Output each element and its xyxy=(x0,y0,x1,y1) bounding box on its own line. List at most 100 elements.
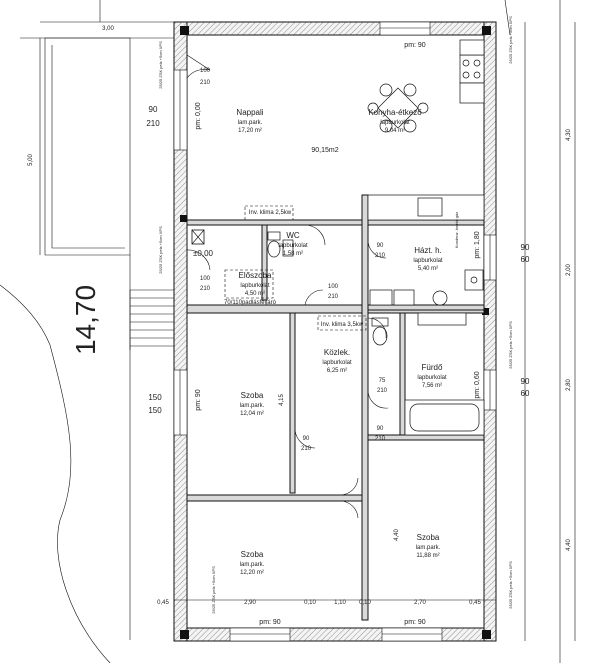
ac-unit-1 xyxy=(244,205,294,221)
pm-left-top: pm: 0,00 xyxy=(195,102,202,129)
dim-door-210c: 210 xyxy=(328,294,339,300)
annotations: Inv. klima 2,5kw Inv. klima 3,5kw 70/110… xyxy=(70,16,513,626)
dim-win-210a: 210 xyxy=(146,119,160,128)
interior-walls xyxy=(186,194,485,621)
site-context xyxy=(0,0,561,663)
room-szoba1-floor: lam.park. xyxy=(240,403,265,409)
wall-type-label-3: 25/25 ZSK pelx +5cm XPS xyxy=(508,321,513,369)
ac-label-1: Inv. klima 2,5kw xyxy=(249,210,292,216)
ac-label-2: Inv. klima 3,5kw xyxy=(321,322,364,328)
room-eloszoba-name: Előszoba xyxy=(239,271,272,280)
dimension-lines xyxy=(39,22,576,641)
attic-hatch xyxy=(224,269,274,299)
dim-door-210d: 210 xyxy=(375,253,386,259)
dining-table-icon xyxy=(367,83,429,133)
dim-door-90a: 90 xyxy=(377,243,384,249)
dim-door-90c: 90 xyxy=(377,426,384,432)
dim-bot-270: 2,70 xyxy=(414,600,426,606)
dim-r-440: 4,40 xyxy=(566,539,572,551)
dim-500: 5,00 xyxy=(28,154,34,166)
room-szoba2-area: 12,20 m² xyxy=(240,570,264,576)
room-kozlek-floor: lapburkolat xyxy=(322,360,352,366)
total-area: 90,15m2 xyxy=(311,147,338,154)
exterior-walls xyxy=(173,21,497,642)
dim-in-440: 4,40 xyxy=(394,529,400,541)
dim-door-210b: 210 xyxy=(200,286,211,292)
door-swing-icon xyxy=(186,54,389,519)
dim-r-280: 2,80 xyxy=(566,379,572,391)
level-label: ±0,00 xyxy=(193,249,214,258)
dim-door-100b: 100 xyxy=(200,276,211,282)
room-kozlek-name: Közlek. xyxy=(324,348,350,357)
attic-label: 70/110padlásfeljáró xyxy=(224,300,277,306)
room-nappali-floor: lam.park. xyxy=(238,120,263,126)
dim-win-60b: 60 xyxy=(521,389,530,398)
room-wc-name: WC xyxy=(286,231,300,240)
dim-win-90a: 90 xyxy=(149,105,158,114)
room-konyha-floor: lapburkolat xyxy=(380,120,410,126)
room-szoba2-floor: lam.park. xyxy=(240,562,265,568)
room-hazt-name: Házt. h. xyxy=(414,246,442,255)
pm-right-top: pm: 1,80 xyxy=(474,231,481,258)
sink-icon xyxy=(417,197,443,217)
room-szoba3-name: Szoba xyxy=(417,533,440,542)
dim-300: 3,00 xyxy=(102,26,114,32)
dim-bot-010a: 0,10 xyxy=(304,600,316,606)
pm-bottom-left: pm: 90 xyxy=(259,619,281,626)
room-nappali-area: 17,20 m² xyxy=(238,128,262,134)
dimension-texts: 3,00 5,00 100 210 90 210 100 210 150 150… xyxy=(28,26,572,606)
room-szoba3-area: 11,88 m² xyxy=(416,553,439,559)
room-nappali-name: Nappali xyxy=(236,108,263,117)
dim-bot-045a: 0,45 xyxy=(157,600,169,606)
fixtures xyxy=(191,39,485,436)
dim-door-210f: 210 xyxy=(301,446,312,452)
room-furdo-area: 7,56 m² xyxy=(422,383,442,389)
boiler-label: Kondenz. kombi gáz xyxy=(454,212,459,248)
room-szoba2-name: Szoba xyxy=(241,550,264,559)
room-szoba1-name: Szoba xyxy=(241,391,264,400)
pm-left-mid: pm: 90 xyxy=(195,389,202,411)
toilet-icon xyxy=(267,231,281,258)
dim-door-100c: 100 xyxy=(328,284,339,290)
bathtub-icon xyxy=(404,399,485,436)
room-szoba1-area: 12,04 m² xyxy=(240,411,264,417)
dim-door-210a: 210 xyxy=(200,80,211,86)
room-szoba3-floor: lam.park. xyxy=(416,545,441,551)
wc-sink-icon xyxy=(282,239,294,257)
dim-door-100a: 100 xyxy=(200,68,211,74)
dim-in-415: 4,15 xyxy=(279,394,285,406)
pm-top: pm: 90 xyxy=(404,42,426,49)
wall-type-label-1: 25/25 ZSK pelx +5cm XPS xyxy=(158,41,163,89)
dim-win-150a: 150 xyxy=(148,393,162,402)
dim-win-90b: 90 xyxy=(521,243,530,252)
basin-icon xyxy=(432,290,448,306)
wall-type-label-2: 25/25 ZSK pelx +5cm XPS xyxy=(158,226,163,274)
dim-win-90c: 90 xyxy=(521,377,530,386)
pm-right-mid: pm: 0,60 xyxy=(474,371,481,398)
wall-type-label-6: 25/25 ZSK pelx +5cm XPS xyxy=(211,566,216,614)
wall-type-label-5: 25/25 ZSK pelx +5cm XPS xyxy=(508,16,513,64)
room-labels: Nappali lam.park. 17,20 m² Konyha-étkező… xyxy=(236,108,447,576)
room-hazt-floor: lapburkolat xyxy=(413,258,443,264)
dim-bot-110: 1,10 xyxy=(334,600,346,606)
room-kozlek-area: 6,25 m² xyxy=(327,368,347,374)
ac-unit-2 xyxy=(317,315,367,331)
dim-bot-010b: 0,10 xyxy=(359,600,371,606)
dim-r-430: 4,30 xyxy=(566,129,572,141)
dim-door-210e: 210 xyxy=(377,388,388,394)
dim-win-60a: 60 xyxy=(521,255,530,264)
stove-icon xyxy=(459,54,485,84)
overall-length: 14,70 xyxy=(70,285,101,355)
room-wc-floor: lapburkolat xyxy=(278,243,308,249)
dim-bot-290: 2,90 xyxy=(244,600,256,606)
room-wc-area: 1,58 m² xyxy=(283,251,303,257)
room-konyha-area: 9,04 m² xyxy=(385,128,405,134)
room-konyha-name: Konyha-étkező xyxy=(368,108,422,117)
room-eloszoba-area: 4,50 m² xyxy=(245,291,265,297)
room-hazt-area: 5,40 m² xyxy=(418,266,438,272)
dim-bot-045b: 0,45 xyxy=(469,600,481,606)
pm-bottom-right: pm: 90 xyxy=(404,619,426,626)
room-furdo-name: Fürdő xyxy=(422,363,443,372)
washbasin-icon xyxy=(417,312,467,326)
